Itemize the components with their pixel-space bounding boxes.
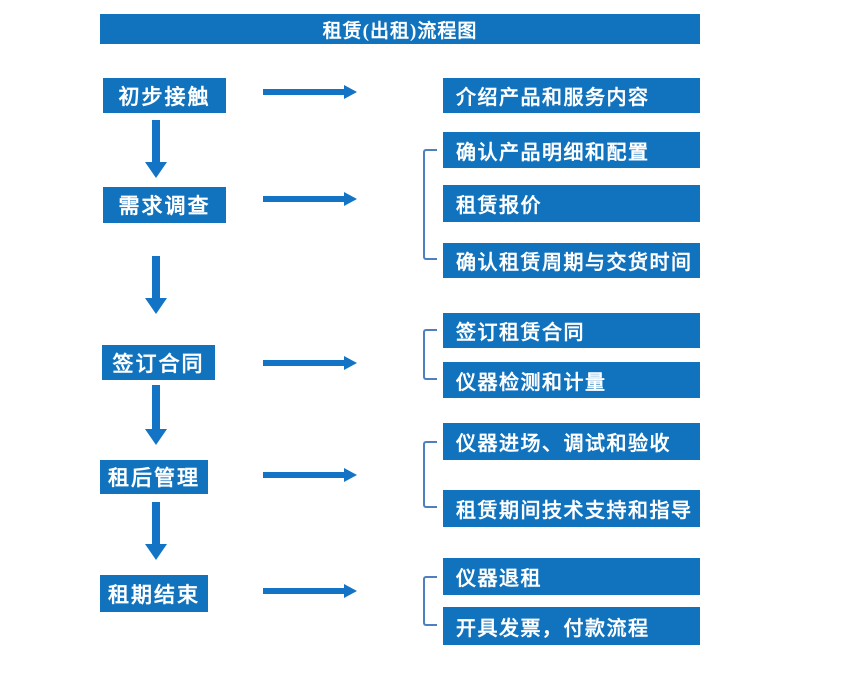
group-bracket-sign-contract — [423, 329, 437, 380]
detail-box-instrument-setup: 仪器进场、调试和验收 — [443, 423, 700, 460]
arrow-shaft — [152, 502, 160, 544]
detail-box-sign-rental-contract: 签订租赁合同 — [443, 313, 700, 348]
title-bar: 租赁(出租)流程图 — [100, 14, 700, 44]
down-arrow-4 — [145, 502, 167, 560]
detail-box-confirm-rental-period: 确认租赁周期与交货时间 — [443, 243, 700, 278]
arrow-head-icon — [145, 162, 167, 178]
arrow-head-icon — [344, 85, 357, 99]
step-box-demand-survey: 需求调查 — [103, 187, 226, 223]
arrow-shaft — [263, 588, 344, 594]
arrow-head-icon — [344, 356, 357, 370]
arrow-shaft — [263, 360, 344, 366]
arrow-head-icon — [145, 298, 167, 314]
arrow-shaft — [263, 196, 344, 202]
detail-box-technical-support: 租赁期间技术支持和指导 — [443, 490, 700, 527]
group-bracket-demand-survey — [423, 149, 437, 260]
step-box-initial-contact: 初步接触 — [103, 78, 226, 113]
flow-arrow-4 — [263, 468, 357, 482]
group-bracket-post-rental — [423, 441, 437, 508]
down-arrow-1 — [145, 120, 167, 178]
flow-arrow-5 — [263, 584, 357, 598]
down-arrow-2 — [145, 256, 167, 314]
group-bracket-rental-end — [423, 576, 437, 626]
down-arrow-3 — [145, 385, 167, 445]
detail-box-invoice-payment: 开具发票，付款流程 — [443, 607, 700, 645]
detail-box-rental-quotation: 租赁报价 — [443, 185, 700, 222]
arrow-shaft — [152, 120, 160, 162]
step-box-rental-end: 租期结束 — [100, 575, 208, 612]
detail-box-instrument-return: 仪器退租 — [443, 558, 700, 595]
arrow-shaft — [263, 89, 344, 95]
arrow-head-icon — [145, 429, 167, 445]
arrow-shaft — [152, 385, 160, 429]
step-box-post-rental-management: 租后管理 — [100, 460, 208, 494]
arrow-shaft — [152, 256, 160, 298]
step-box-sign-contract: 签订合同 — [102, 345, 215, 380]
flow-arrow-2 — [263, 192, 357, 206]
arrow-shaft — [263, 472, 344, 478]
arrow-head-icon — [344, 468, 357, 482]
detail-box-introduce-products: 介绍产品和服务内容 — [443, 78, 700, 113]
flow-arrow-1 — [263, 85, 357, 99]
arrow-head-icon — [145, 544, 167, 560]
page-title: 租赁(出租)流程图 — [322, 20, 478, 42]
flow-arrow-3 — [263, 356, 357, 370]
arrow-head-icon — [344, 192, 357, 206]
detail-box-instrument-inspection: 仪器检测和计量 — [443, 362, 700, 398]
arrow-head-icon — [344, 584, 357, 598]
detail-box-confirm-product-details: 确认产品明细和配置 — [443, 132, 700, 168]
